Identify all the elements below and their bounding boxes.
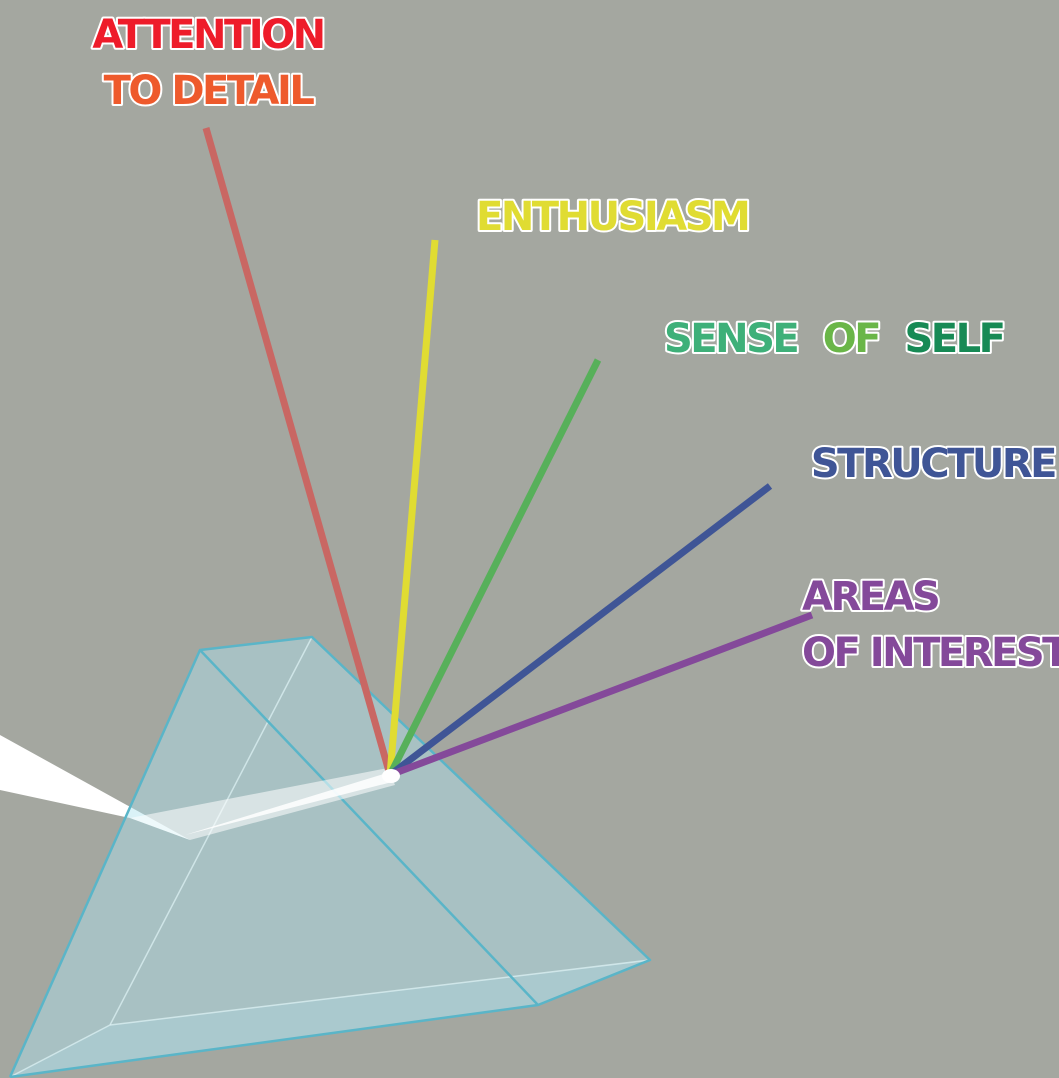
attention-label-line2: TO DETAIL: [104, 68, 315, 114]
sense-of-self-label: SENSE OF SELF: [664, 316, 1003, 362]
areas-of-interest-ray: [390, 615, 812, 775]
structure-label: STRUCTURE: [811, 441, 1055, 487]
sense-of-self-label-part2: OF: [823, 316, 879, 362]
enthusiasm-label: ENTHUSIASM: [476, 194, 748, 240]
prism: [10, 637, 650, 1077]
dispersion-point: [382, 769, 400, 783]
areas-of-interest-label-line2: OF INTEREST: [802, 630, 1059, 676]
structure-ray: [390, 486, 770, 775]
areas-of-interest-label-line1: AREAS: [802, 574, 938, 620]
attention-label-line1: ATTENTION: [92, 12, 323, 58]
sense-of-self-label-part3: SELF: [904, 316, 1003, 362]
sense-of-self-label-part1: SENSE: [664, 316, 797, 362]
